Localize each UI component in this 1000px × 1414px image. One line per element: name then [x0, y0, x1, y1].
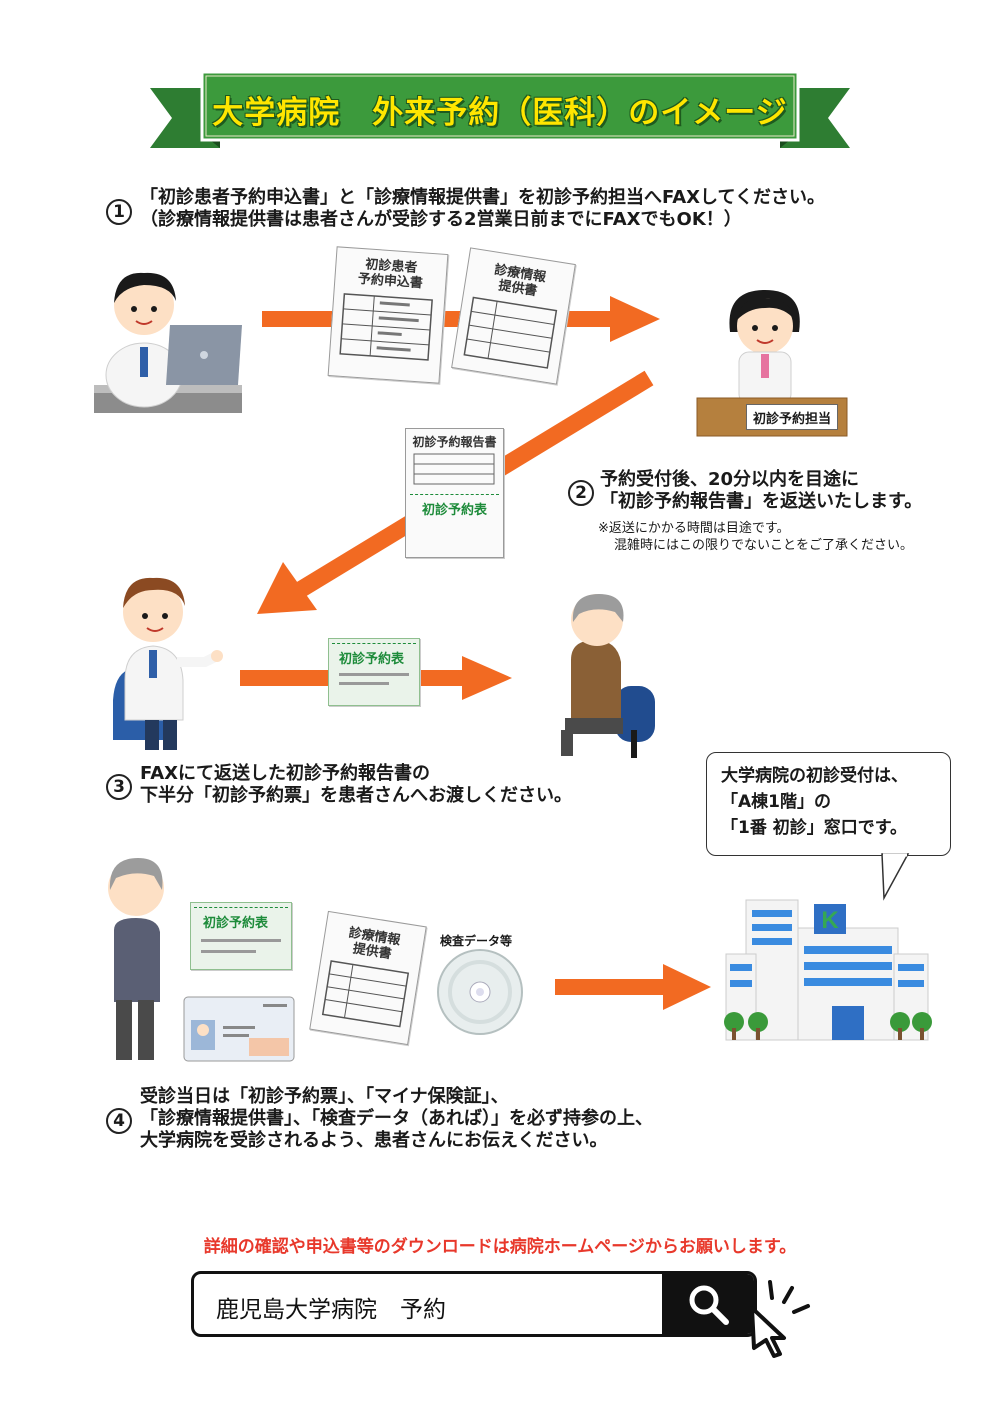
- search-button[interactable]: [662, 1274, 754, 1334]
- search-icon: [689, 1285, 729, 1325]
- step-4-line3: 大学病院を受診されるよう、患者さんにお伝えください。: [140, 1130, 608, 1151]
- step-2-line2: 「初診予約報告書」を返送いたします。: [600, 491, 923, 512]
- booking-slip-item: 初診予約表: [190, 902, 292, 970]
- hospital-building-icon: K: [724, 899, 932, 1041]
- step-2-note: ※返送にかかる時間は目途です。 混雑時にはこの限りでないことをご了承ください。: [598, 520, 988, 554]
- doctor-laptop-illustration: [94, 272, 242, 413]
- cd-label: 検査データ等: [440, 934, 513, 948]
- step-1-number: 1: [106, 199, 132, 225]
- bubble-line2: 「A棟1階」の: [721, 792, 831, 812]
- cursor-pointer-icon: [750, 1280, 810, 1358]
- form-lines-icon: [413, 453, 495, 485]
- step-3-line2: 下半分「初診予約票」を患者さんへお渡しください。: [140, 785, 572, 806]
- search-bar[interactable]: 鹿児島大学病院 予約: [191, 1271, 757, 1337]
- form-lines-icon: [463, 296, 558, 369]
- bubble-tail: [881, 853, 910, 901]
- step-3-number: 3: [106, 774, 132, 800]
- bubble-line1: 大学病院の初診受付は、: [721, 766, 908, 786]
- booking-slip-card: 初診予約表: [328, 638, 420, 706]
- footer-note: 詳細の確認や申込書等のダウンロードは病院ホームページからお願いします。: [203, 1237, 797, 1257]
- seated-patient-illustration: [561, 594, 655, 758]
- form-lines-icon: [339, 293, 433, 361]
- referral-letter-document: 診療情報 提供書: [451, 247, 576, 385]
- step-3-text: FAXにて返送した初診予約報告書の 下半分「初診予約票」を患者さんへお渡しくださ…: [140, 763, 700, 807]
- step-1-line2: （診療情報提供書は患者さんが受診する2営業日前までにFAXでもOK！）: [140, 209, 742, 230]
- svg-text:K: K: [821, 907, 839, 934]
- page-title: 大学病院 外来予約（医科）のイメージ: [212, 94, 788, 131]
- step-4-text: 受診当日は「初診予約票」、「マイナ保険証」、 「診療情報提供書」、「検査データ（…: [140, 1086, 760, 1152]
- report-slip-label: 初診予約表: [421, 503, 487, 518]
- step-2-note2: 混雑時にはこの限りでないことをご了承ください。: [614, 538, 914, 553]
- slip-item-label: 初診予約表: [203, 916, 269, 931]
- desk-sign-label: 初診予約担当: [752, 411, 831, 427]
- step-2-number: 2: [568, 480, 594, 506]
- cd-disc-icon: [437, 949, 523, 1035]
- title-banner: [150, 70, 850, 148]
- arrow-to-hospital: [555, 964, 711, 1010]
- referral-letter-document-2: 診療情報 提供書: [309, 910, 427, 1046]
- booking-desk-sign: 初診予約担当: [746, 404, 838, 430]
- step-2-text: 予約受付後、20分以内を目途に 「初診予約報告書」を返送いたします。: [600, 469, 990, 513]
- step-2-line1: 予約受付後、20分以内を目途に: [600, 469, 860, 490]
- step-4-line1: 受診当日は「初診予約票」、「マイナ保険証」、: [140, 1086, 509, 1107]
- doctor-handing-illustration: [113, 577, 223, 750]
- step-4-line2: 「診療情報提供書」、「検査データ（あれば）」を必ず持参の上、: [140, 1108, 653, 1129]
- form-lines-icon: [321, 960, 410, 1028]
- standing-patient-illustration: [108, 858, 164, 1060]
- slip-card-label: 初診予約表: [339, 652, 405, 667]
- application-form-document: 初診患者 予約申込書: [327, 246, 449, 384]
- step-2-note1: ※返送にかかる時間は目途です。: [598, 521, 790, 536]
- bubble-line3: 「1番 初診」窓口です。: [721, 818, 908, 838]
- search-query[interactable]: 鹿児島大学病院 予約: [216, 1297, 446, 1323]
- step-1-text: 「初診患者予約申込書」と「診療情報提供書」を初診予約担当へFAXしてください。 …: [140, 187, 870, 231]
- reception-info-bubble: 大学病院の初診受付は、 「A棟1階」の 「1番 初診」窓口です。: [706, 752, 951, 856]
- step-4-number: 4: [106, 1108, 132, 1134]
- step-1-line1: 「初診患者予約申込書」と「診療情報提供書」を初診予約担当へFAXしてください。: [140, 187, 825, 208]
- step-3-line1: FAXにて返送した初診予約報告書の: [140, 763, 431, 784]
- booking-report-document: 初診予約報告書 初診予約表: [405, 428, 504, 558]
- report-doc-title: 初診予約報告書: [412, 435, 497, 449]
- insurance-card-icon: [183, 996, 295, 1062]
